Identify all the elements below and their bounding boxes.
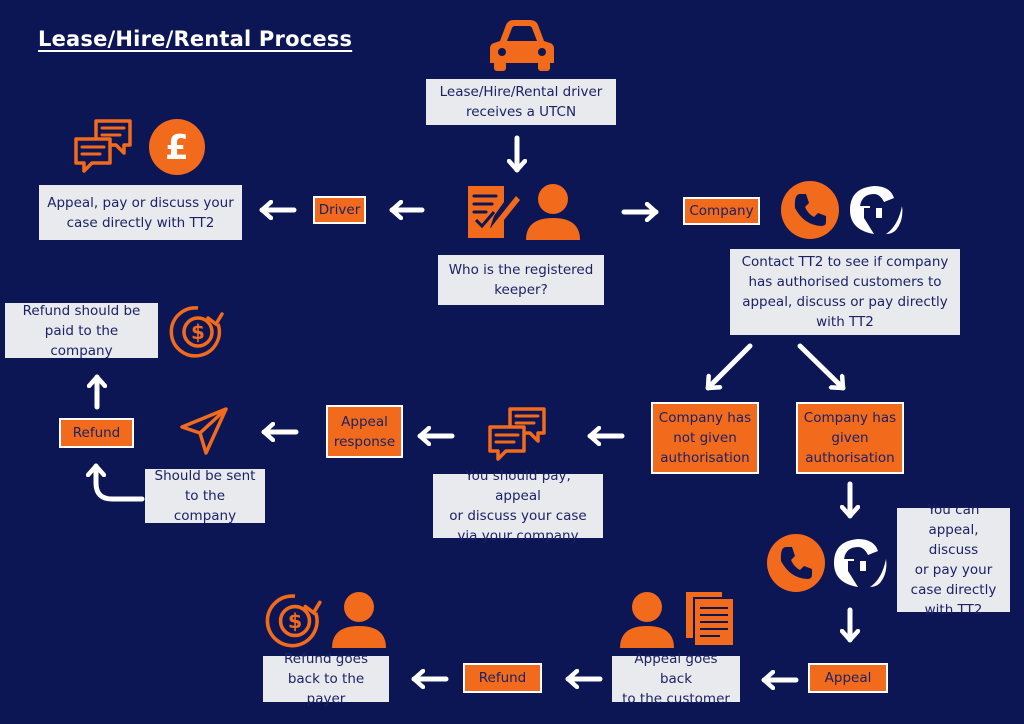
person-icon-2	[620, 592, 674, 648]
tt2-logo-icon-2	[834, 539, 887, 587]
arrow-diag-left	[705, 343, 753, 391]
refund-payer-box: Refund goes back to the payer	[263, 651, 389, 707]
phone-icon	[781, 181, 839, 239]
arrow-diag-right	[797, 343, 846, 391]
company-label: Company	[683, 197, 760, 225]
svg-text:£: £	[165, 128, 189, 168]
appeal-response-box: Appeal response	[326, 405, 403, 458]
appeal-back-box: Appeal goes back to the customer	[612, 651, 740, 707]
start-box: Lease/Hire/Rental driver receives a UTCN	[426, 79, 616, 125]
chat-icon	[74, 119, 132, 173]
person-icon-3	[332, 592, 386, 648]
refund-to-company-box: Refund should be paid to the company	[5, 303, 158, 359]
sent-to-company-box: Should be sent to the company	[145, 468, 265, 524]
car-icon	[490, 20, 554, 71]
refund-left-box: Refund	[59, 418, 134, 448]
direct-tt2-box: You can appeal, discuss or pay your case…	[897, 502, 1010, 618]
pound-coin-icon: £	[149, 119, 205, 175]
tt2-logo-icon	[850, 186, 903, 234]
phone-icon-2	[767, 534, 825, 592]
refund-bottom-box: Refund	[463, 663, 542, 693]
svg-text:$: $	[288, 609, 302, 633]
refund-coin-icon: $	[169, 306, 224, 358]
appeal-box: Appeal	[808, 663, 888, 693]
send-icon	[180, 407, 228, 455]
authorised-box: Company has given authorisation	[796, 402, 904, 474]
driver-action-box: Appeal, pay or discuss your case directl…	[39, 185, 242, 240]
keeper-question-box: Who is the registered keeper?	[438, 255, 604, 305]
person-icon	[526, 184, 580, 240]
not-authorised-box: Company has not given authorisation	[651, 402, 759, 474]
page-title: Lease/Hire/Rental Process	[38, 27, 353, 51]
documents-icon	[686, 592, 735, 647]
via-company-box: You should pay, appeal or discuss your c…	[433, 468, 603, 544]
chat-icon-2	[488, 407, 546, 461]
refund-coin-icon-2: $	[265, 594, 322, 648]
checklist-icon	[468, 186, 520, 238]
arrow-sent-curve	[96, 463, 145, 502]
company-contact-box: Contact TT2 to see if company has author…	[730, 249, 960, 335]
svg-text:$: $	[191, 320, 205, 344]
driver-label: Driver	[313, 196, 366, 224]
